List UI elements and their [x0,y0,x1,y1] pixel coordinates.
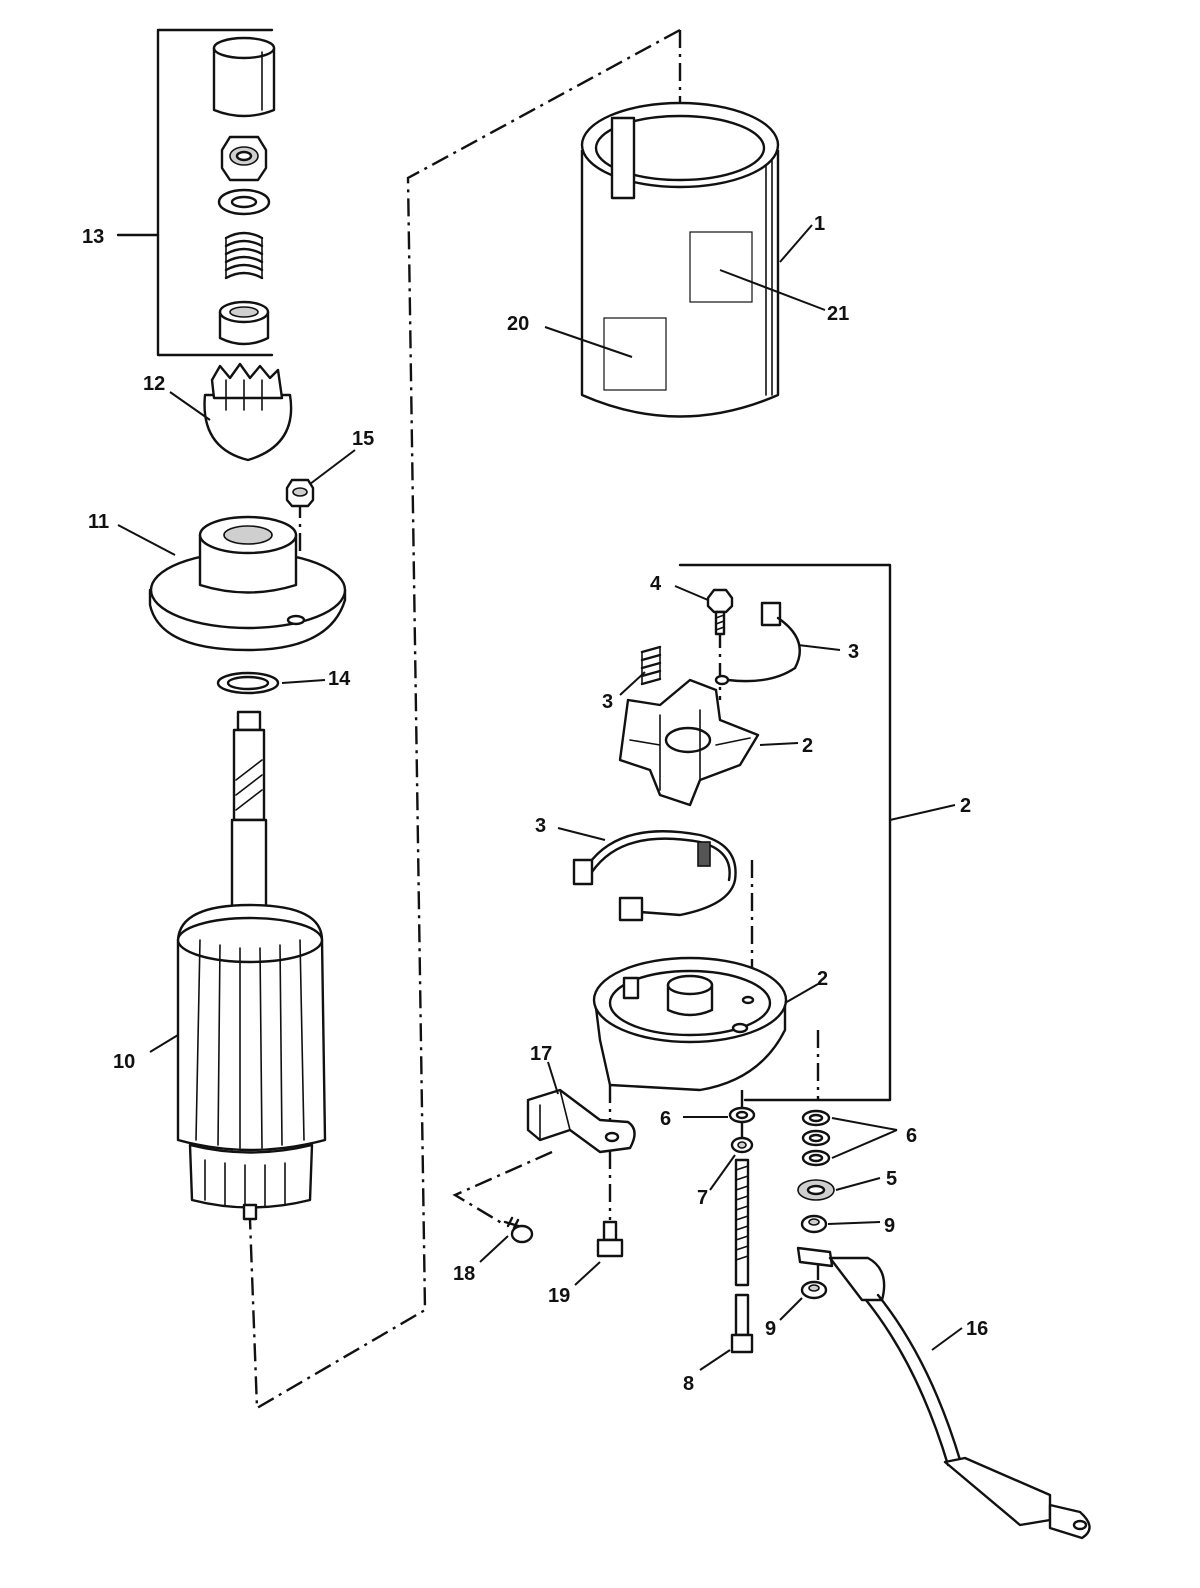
callout-19: 19 [548,1285,570,1307]
group-brackets [116,28,892,1102]
drive-cap [212,36,276,118]
callout-13: 13 [82,226,104,248]
nut-9b [800,1280,828,1300]
leader-lines [117,224,963,1371]
brush-screw [706,588,734,636]
callout-21: 21 [827,303,849,325]
callout-3c: 3 [535,815,546,837]
callout-2c: 2 [817,968,828,990]
washer-6a [728,1106,756,1124]
callout-9a: 9 [884,1215,895,1237]
decal-20 [603,317,667,391]
commutator-end-cap [592,956,788,1092]
callout-3b: 3 [602,691,613,713]
callout-11: 11 [88,511,109,533]
brush-lead-1 [714,601,801,686]
callout-20: 20 [507,313,529,335]
drive-sleeve [218,300,270,346]
callout-1: 1 [814,213,825,235]
callout-18: 18 [453,1263,475,1285]
callout-6a: 6 [660,1108,671,1130]
battery-cable [796,1246,1091,1540]
callout-14: 14 [328,668,351,690]
armature [176,710,327,1221]
bracket-screw [503,1216,534,1244]
callout-15: 15 [352,428,374,450]
washer-7 [730,1136,754,1154]
thrust-washer [217,188,271,216]
hex-nut [220,135,268,182]
drive-end-cap [148,515,347,652]
brush-spring [640,645,662,686]
mounting-bracket [526,1088,636,1154]
callout-12: 12 [143,373,165,395]
callout-6b: 6 [906,1125,917,1147]
callout-7: 7 [697,1187,708,1209]
pinion-drive [203,362,293,462]
decal-21 [689,231,753,303]
insulator-5 [797,1179,835,1201]
callout-9b: 9 [765,1318,776,1340]
washer-stack-6 [801,1109,831,1167]
callout-17: 17 [530,1043,552,1065]
nut-9a [800,1214,828,1234]
armature-washer [216,671,280,695]
through-bolt [730,1158,754,1354]
callout-8: 8 [683,1373,694,1395]
callout-labels: 1 21 20 13 12 15 11 14 4 3 3 2 2 3 2 10 … [82,213,988,1395]
end-cap-nut [285,478,315,508]
brush-lead-ring [572,830,737,922]
callout-4: 4 [650,573,662,595]
callout-3a: 3 [848,641,859,663]
bracket-bolt [596,1220,624,1258]
spring [224,231,264,280]
motor-frame [580,101,780,418]
brush-holder [618,678,760,807]
callout-5: 5 [886,1168,897,1190]
callout-2a: 2 [802,735,813,757]
callout-10: 10 [113,1051,135,1073]
callout-16: 16 [966,1318,988,1340]
callout-2b: 2 [960,795,971,817]
